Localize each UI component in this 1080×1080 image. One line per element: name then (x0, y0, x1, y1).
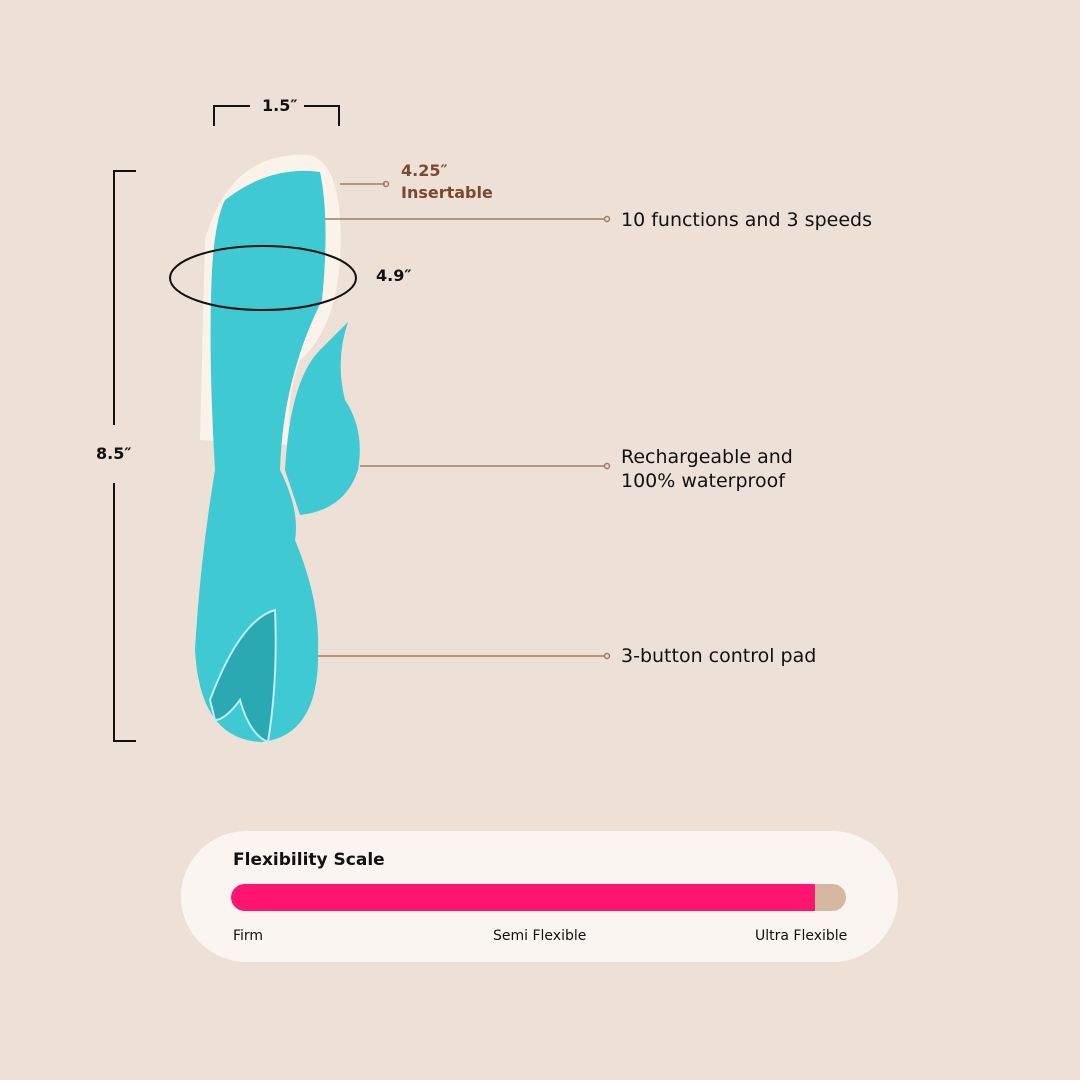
flexibility-fill (231, 884, 816, 911)
product-body (195, 170, 326, 743)
width-label: 1.5″ (262, 96, 298, 115)
width-bracket (213, 105, 340, 126)
product-arm (285, 322, 360, 515)
feature-rechargeable-line2: 100% waterproof (621, 470, 785, 492)
feature-functions: 10 functions and 3 speeds (621, 209, 872, 231)
insertable-callout: 4.25″ Insertable (401, 160, 493, 204)
flex-label-ultra: Ultra Flexible (755, 928, 848, 944)
callout-lines (318, 180, 611, 660)
feature-rechargeable-line1: Rechargeable and (621, 446, 793, 468)
insertable-value: 4.25″ (401, 161, 448, 180)
flex-label-semi: Semi Flexible (493, 928, 587, 944)
circumference-arrow (169, 245, 357, 311)
flex-label-firm: Firm (233, 928, 264, 944)
control-pad (208, 608, 277, 744)
length-bracket (113, 170, 136, 742)
feature-control-pad: 3-button control pad (621, 645, 817, 667)
feature-rechargeable: Rechargeable and 100% waterproof (621, 445, 793, 493)
circumference-label: 4.9″ (376, 266, 412, 285)
length-label: 8.5″ (96, 444, 132, 463)
flexibility-track (231, 884, 846, 911)
insertable-label: Insertable (401, 183, 493, 202)
flexibility-title: Flexibility Scale (233, 850, 385, 870)
